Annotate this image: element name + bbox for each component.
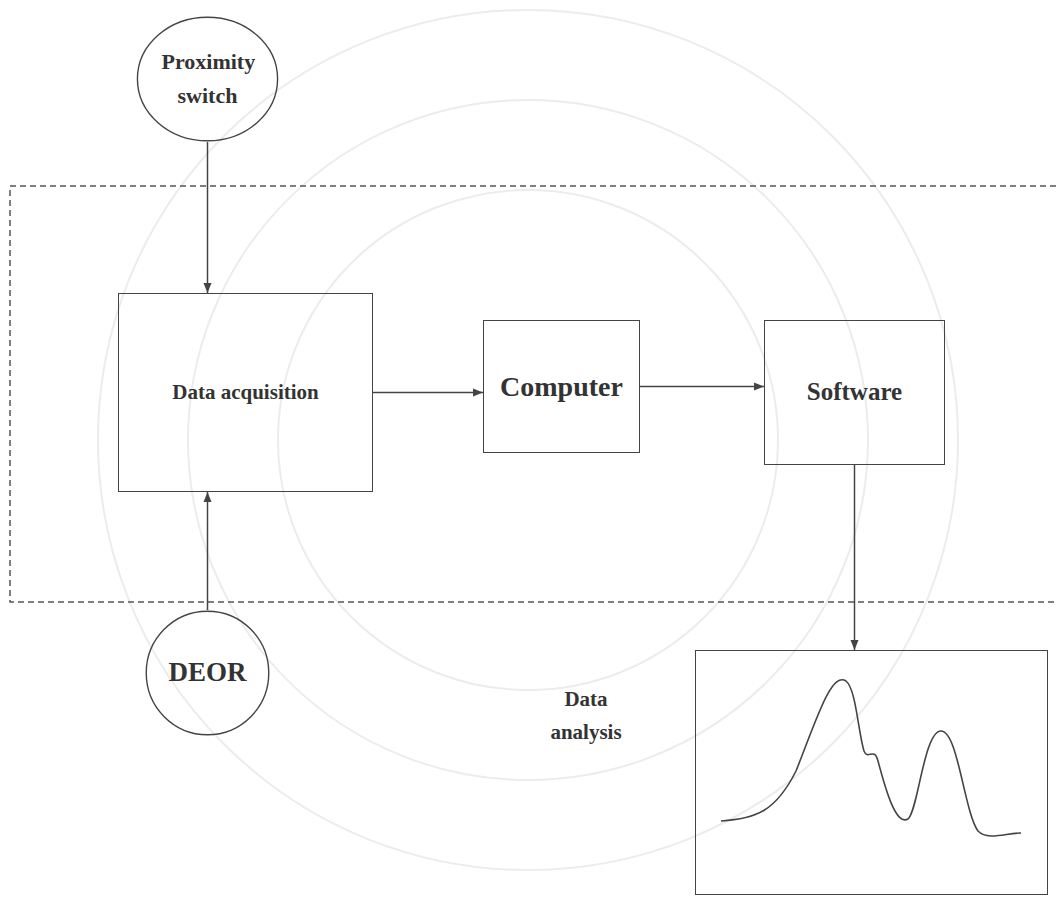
output-box: Data analysis	[695, 650, 1048, 895]
arrow-connector	[207, 492, 209, 610]
node-label: Computer	[496, 361, 627, 412]
node-label: Data analysis	[526, 679, 646, 752]
arrow-connector	[640, 386, 764, 388]
signal-plot	[696, 651, 1047, 894]
watermark-seal	[98, 10, 958, 870]
node-label: Software	[803, 369, 906, 416]
node-label: Data acquisition	[168, 372, 322, 413]
node-label: Proximity switch	[158, 41, 258, 117]
system-boundary	[10, 186, 1056, 602]
sensor-ellipse: DEOR	[145, 610, 270, 736]
process-box: Software	[764, 320, 945, 465]
process-box: Data acquisition	[118, 293, 373, 492]
process-box: Computer	[483, 320, 640, 453]
arrow-connector	[373, 392, 483, 394]
sensor-ellipse: Proximity switch	[136, 16, 279, 142]
arrow-connector	[207, 142, 209, 293]
node-label: DEOR	[164, 648, 250, 698]
arrow-connector	[854, 465, 856, 650]
ellipse-outline	[136, 16, 279, 142]
